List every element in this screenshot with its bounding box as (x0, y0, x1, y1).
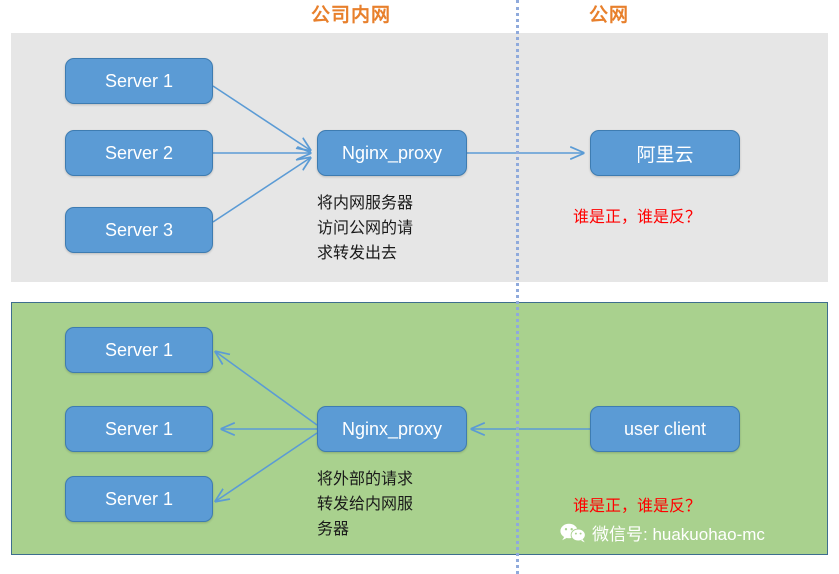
node-label: Server 1 (104, 70, 174, 91)
node-label: Server 1 (104, 418, 174, 439)
caption-bottom-reverse-description: 将外部的请求 转发给内网服 务器 (317, 471, 414, 538)
caption-top-forward-description: 将内网服务器 访问公网的请 求转发出去 (317, 195, 414, 262)
zone-label-public: 公网 (589, 5, 630, 26)
node-top-server-2[interactable]: Server 2 (65, 130, 213, 176)
question-top: 谁是正，谁是反？ (573, 209, 702, 226)
network-boundary-divider (516, 0, 519, 574)
zone-label-intranet: 公司内网 (311, 5, 392, 26)
node-bottom-nginx-proxy[interactable]: Nginx_proxy (317, 406, 467, 452)
node-label: Server 2 (104, 142, 174, 163)
node-top-nginx-proxy[interactable]: Nginx_proxy (317, 130, 467, 176)
node-label: 阿里云 (636, 144, 694, 166)
node-label: Nginx_proxy (341, 142, 443, 163)
node-bottom-user-client[interactable]: user client (590, 406, 740, 452)
node-bottom-server-1[interactable]: Server 1 (65, 327, 213, 373)
node-top-server-3[interactable]: Server 3 (65, 207, 213, 253)
question-bottom: 谁是正，谁是反？ (573, 498, 702, 515)
node-top-aliyun[interactable]: 阿里云 (590, 130, 740, 176)
node-label: user client (623, 418, 707, 439)
watermark: 微信号: huakuohao-mc (560, 520, 765, 545)
node-bottom-server-2[interactable]: Server 1 (65, 406, 213, 452)
node-label: Server 1 (104, 339, 174, 360)
node-bottom-server-3[interactable]: Server 1 (65, 476, 213, 522)
node-label: Nginx_proxy (341, 418, 443, 439)
node-label: Server 1 (104, 488, 174, 509)
node-top-server-1[interactable]: Server 1 (65, 58, 213, 104)
node-label: Server 3 (104, 219, 174, 240)
watermark-text: 微信号: huakuohao-mc (592, 525, 765, 544)
wechat-icon (560, 523, 586, 542)
